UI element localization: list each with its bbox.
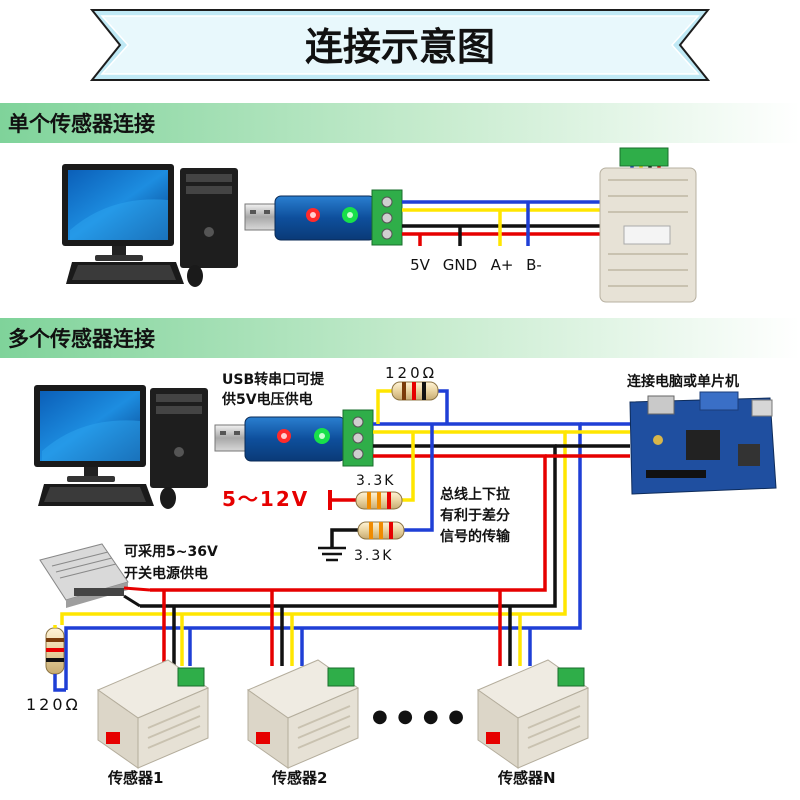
sensor-label-2: 传感器2 xyxy=(271,769,327,787)
power-supply-icon xyxy=(39,543,129,608)
mouse-icon xyxy=(160,487,176,509)
monitor-icon xyxy=(34,385,146,482)
sensor-drop-wires xyxy=(162,590,532,666)
psu-label-line2: 开关电源供电 xyxy=(124,565,208,582)
terminal-labels: 5V GND A+ B- xyxy=(410,256,542,274)
resistor-icon xyxy=(355,491,403,510)
monitor-icon xyxy=(62,164,174,261)
terminal-label-5v: 5V xyxy=(410,256,431,274)
terminal-label-gnd: GND xyxy=(443,256,477,274)
multi-bus-wires xyxy=(60,422,630,690)
sensor-box-icon xyxy=(96,659,210,769)
page-title: 连接示意图 xyxy=(305,25,495,69)
terminal-label-a: A+ xyxy=(491,256,514,274)
resistor-icon xyxy=(45,627,65,675)
section-header-single: 单个传感器连接 xyxy=(0,103,800,143)
mcu-board-icon xyxy=(629,391,777,495)
pc-mcu-label: 连接电脑或单片机 xyxy=(627,373,739,390)
sensor-label-1: 传感器1 xyxy=(107,769,163,787)
section-title-multi: 多个传感器连接 xyxy=(8,327,155,351)
resistor-bottom-label: 120Ω xyxy=(26,695,81,714)
sensor-label-n: 传感器N xyxy=(497,769,556,787)
resistor-pulldown-label: 3.3K xyxy=(354,548,393,564)
psu-label-line1: 可采用5~36V xyxy=(124,543,218,560)
pc-tower-icon xyxy=(180,168,238,268)
voltage-label: 5～12V xyxy=(222,487,309,511)
ellipsis-dots: ● ● ● ● xyxy=(372,706,466,727)
psu-wires xyxy=(123,586,151,608)
section-title-single: 单个传感器连接 xyxy=(8,112,155,136)
resistor-icon xyxy=(376,381,449,424)
title-banner: 连接示意图 xyxy=(89,9,711,81)
bus-note-line2: 有利于差分 xyxy=(440,507,510,524)
ground-icon xyxy=(318,546,346,562)
pc-tower-icon xyxy=(150,388,208,488)
sensor-box-icon xyxy=(476,659,590,769)
mouse-icon xyxy=(187,265,203,287)
usb-note-line1: USB转串口可提 xyxy=(222,371,325,388)
keyboard-icon xyxy=(66,262,184,284)
resistor-icon xyxy=(357,521,405,540)
resistor-pullup-label: 3.3K xyxy=(356,473,395,489)
terminal-block-icon xyxy=(371,189,403,246)
sensor-box-icon xyxy=(246,659,360,769)
keyboard-icon xyxy=(38,484,154,506)
pull-resistor-wires xyxy=(330,424,434,548)
section-header-multi: 多个传感器连接 xyxy=(0,318,800,358)
usb-adapter-icon xyxy=(214,416,346,462)
usb-note-line2: 供5V电压供电 xyxy=(221,391,313,408)
terminal-label-b: B- xyxy=(526,256,542,274)
usb-adapter-icon xyxy=(244,195,376,241)
terminal-block-icon xyxy=(342,409,374,467)
bus-note-line3: 信号的传输 xyxy=(440,528,511,545)
resistor-top-label: 120Ω xyxy=(385,364,437,382)
sensor-box-icon xyxy=(599,147,697,303)
bus-note-line1: 总线上下拉 xyxy=(440,486,510,503)
